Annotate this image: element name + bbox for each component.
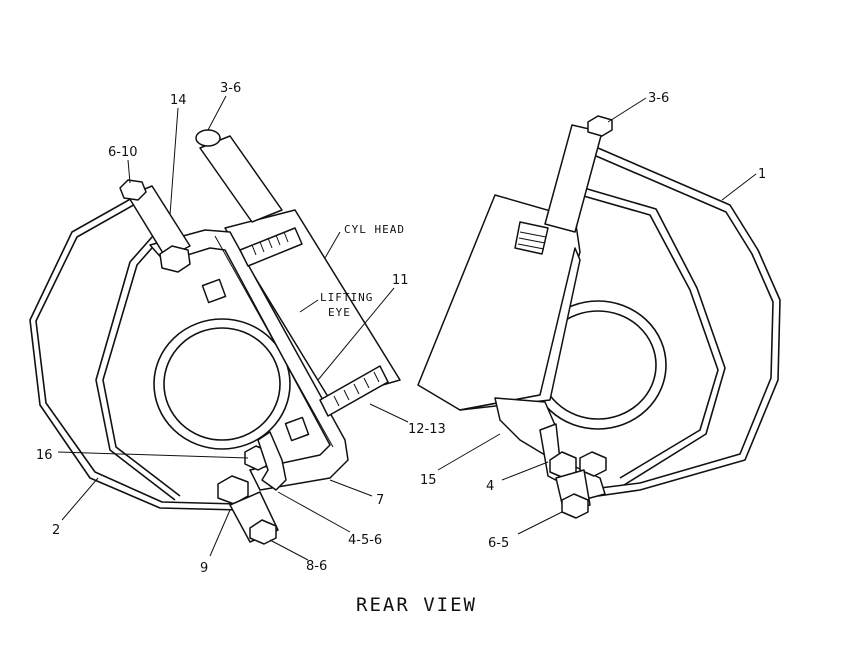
leader-cyl-head [324, 231, 341, 259]
leader-9 [209, 509, 231, 557]
right-threaded-stud [514, 221, 549, 255]
left-shroud-outer [29, 187, 241, 511]
label-16: 16 [36, 448, 53, 463]
label-2: 2 [52, 523, 60, 538]
label-eye: EYE [328, 306, 351, 319]
leader-3-6-left [207, 95, 227, 131]
left-stud-threads-lower [333, 371, 380, 407]
label-4-5-6: 4-5-6 [348, 533, 382, 548]
right-stud-threads [517, 231, 547, 250]
left-nut-9 [217, 475, 249, 505]
label-1: 1 [758, 167, 766, 182]
right-nut-4 [579, 451, 607, 477]
label-cyl-head: CYL HEAD [344, 223, 405, 236]
left-stud-nut-lower [284, 416, 310, 442]
leader-7 [329, 479, 373, 497]
left-bracket-line [214, 235, 334, 448]
leader-6-5 [517, 511, 563, 535]
leader-8-6 [269, 539, 309, 561]
label-3-6-right: 3-6 [648, 91, 669, 106]
leader-14 [169, 107, 179, 216]
left-bolt-3-6-shank [199, 135, 283, 223]
left-pipe-outer [153, 318, 291, 450]
left-nut-14 [159, 245, 191, 273]
left-threaded-stud-lower [319, 365, 389, 417]
left-shroud-inner [95, 227, 176, 501]
right-bolt-cap [587, 115, 613, 137]
right-shroud-outer-2 [595, 155, 774, 489]
right-bolt-3-6-shank [544, 124, 603, 233]
left-lower-bracket [257, 431, 287, 491]
leader-4-right [501, 461, 549, 481]
label-6-5: 6-5 [488, 536, 509, 551]
left-pipe-inner [163, 327, 281, 441]
left-assembly [29, 129, 401, 545]
label-11: 11 [392, 273, 409, 288]
leader-6-10 [127, 159, 131, 184]
leader-lifting-eye [299, 299, 319, 313]
leader-16 [57, 451, 249, 459]
caption-rear-view: REAR VIEW [356, 594, 477, 616]
label-6-10: 6-10 [108, 145, 138, 160]
label-3-6-left: 3-6 [220, 81, 241, 96]
leader-15 [437, 433, 501, 471]
left-bolt-cap [195, 129, 221, 147]
leader-4-5-6 [277, 491, 351, 533]
right-shroud-outer [597, 147, 781, 497]
label-4-right: 4 [486, 479, 494, 494]
label-lifting: LIFTING [320, 291, 373, 304]
label-12-13: 12-13 [408, 422, 446, 437]
left-stud-nut-upper [201, 278, 227, 304]
right-bolt-6-5-head [561, 493, 589, 519]
left-bolt-8-6-head [249, 519, 277, 545]
left-shroud-inner-2 [102, 231, 181, 497]
label-14: 14 [170, 93, 187, 108]
right-shroud-inner-2 [583, 187, 726, 486]
leader-3-6-right [607, 97, 647, 123]
leader-11 [317, 287, 395, 381]
label-15: 15 [420, 473, 437, 488]
left-stud-threads-upper [251, 231, 289, 256]
label-8-6: 8-6 [306, 559, 327, 574]
leader-2 [61, 477, 99, 521]
left-shroud-outer-inner-line [35, 193, 239, 505]
leader-12-13 [369, 403, 409, 423]
left-nut-6-10 [119, 179, 147, 201]
right-shroud-inner [579, 194, 719, 479]
leader-lines [57, 95, 757, 561]
label-9: 9 [200, 561, 208, 576]
leader-1 [721, 173, 757, 201]
label-7: 7 [376, 493, 384, 508]
right-assembly [417, 115, 781, 519]
callout-labels: 14 3-6 6-10 CYL HEAD LIFTING EYE 11 12-1… [36, 81, 766, 576]
